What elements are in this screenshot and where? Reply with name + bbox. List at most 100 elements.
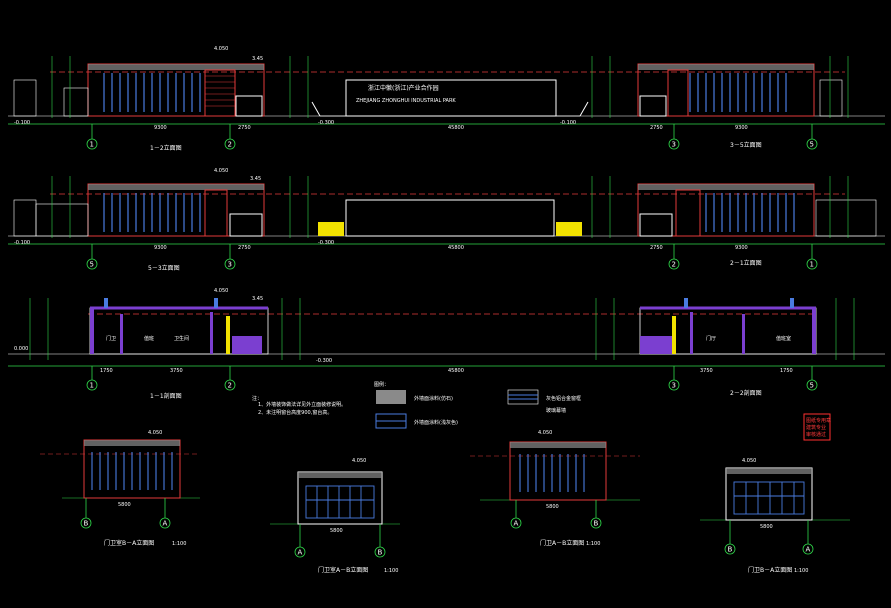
room-label: 值班 — [144, 335, 154, 342]
level-label: -0.100 — [560, 120, 576, 126]
dimension-label: 45800 — [448, 245, 464, 251]
dimension-label: 2750 — [238, 245, 251, 251]
dimension-label: 3750 — [170, 368, 183, 374]
level-label: 3.45 — [252, 296, 263, 302]
view-title-left: 1－1剖面图 — [150, 392, 182, 400]
view-title-right: 2－2剖面图 — [730, 389, 762, 397]
bottom-view-2: A B 5800 4.050 门卫室A－B立面图 1:100 — [270, 458, 400, 574]
room-label: 卫生间 — [174, 335, 189, 342]
view-title-left: 5－3立面图 — [148, 264, 180, 272]
level-label: -0.100 — [14, 240, 30, 246]
level-label: 3.45 — [252, 56, 263, 62]
row2-elevations: 5 3 2 1 9300 2750 45800 2750 9300 -0.100… — [8, 168, 885, 272]
legend-label: 灰色铝合金窗框 — [546, 395, 581, 402]
legend-label: 外墙面涂料(仿石) — [414, 395, 453, 402]
notes-heading: 注： — [252, 395, 262, 402]
axis-label: 3 — [672, 141, 676, 149]
dimension-label: 3750 — [700, 368, 713, 374]
legend-block: 图例： 外墙面涂料(仿石) 外墙面涂料(浅灰色) 灰色铝合金窗框 玻璃幕墙 — [374, 381, 581, 429]
legend-label: 外墙面涂料(浅灰色) — [414, 419, 458, 426]
axis-label: 5 — [90, 261, 94, 269]
banner-title: 浙江中徽(浙江)产业合作园 — [368, 84, 439, 92]
dimension-label: 5800 — [330, 528, 343, 534]
notes-block: 注： 1、外墙装饰做法详见外立面装修说明。 2、未注明窗台高度900,窗台高。 — [252, 395, 346, 416]
dimension-label: 1750 — [100, 368, 113, 374]
dimension-label: 9300 — [735, 245, 748, 251]
dimension-label: 5800 — [546, 504, 559, 510]
dimension-label: 45800 — [448, 368, 464, 374]
notes-line: 2、未注明窗台高度900,窗台高。 — [258, 409, 332, 416]
view-title: 门卫室A－B立面图 — [318, 566, 368, 574]
view-title: 门卫A－B立面图 — [540, 539, 584, 547]
bottom-view-3: A B 5800 4.050 门卫A－B立面图 1:100 — [470, 430, 640, 547]
stamp-line: 图纸专用章 — [806, 417, 831, 424]
axis-label: 5 — [810, 382, 814, 390]
axis-label: B — [84, 520, 89, 528]
axis-label: 5 — [810, 141, 814, 149]
level-label: -0.300 — [318, 240, 334, 246]
banner-subtitle: ZHEJIANG ZHONGHUI INDUSTRIAL PARK — [356, 98, 456, 104]
axis-label: A — [806, 546, 811, 554]
axis-label: A — [163, 520, 168, 528]
level-label: 4.050 — [214, 168, 228, 174]
dimension-label: 1750 — [780, 368, 793, 374]
axis-label: B — [594, 520, 599, 528]
notes-line: 1、外墙装饰做法详见外立面装修说明。 — [258, 401, 346, 408]
level-label: -0.300 — [318, 120, 334, 126]
axis-label: 1 — [90, 141, 94, 149]
stamp-line: 建筑专业 — [806, 424, 826, 431]
legend-swatch — [376, 390, 406, 404]
view-scale: 1:100 — [384, 568, 398, 574]
view-title: 门卫B－A立面图 — [748, 566, 792, 574]
dimension-label: 9300 — [154, 125, 167, 131]
axis-label: A — [514, 520, 519, 528]
dimension-label: 9300 — [154, 245, 167, 251]
room-label: 值班室 — [776, 335, 791, 342]
level-label: 4.050 — [214, 46, 228, 52]
level-label: 3.45 — [250, 176, 261, 182]
stamp-line: 审核通过 — [806, 431, 826, 438]
row1-elevations: 1 2 3 5 9300 2750 45800 2750 9300 -0.100… — [8, 46, 885, 152]
view-scale: 1:100 — [172, 541, 186, 547]
axis-label: A — [298, 549, 303, 557]
view-title-right: 3－5立面图 — [730, 141, 762, 149]
dimension-label: 9300 — [735, 125, 748, 131]
level-label: 4.050 — [148, 430, 162, 436]
room-label: 门卫 — [106, 335, 116, 342]
axis-label: B — [378, 549, 383, 557]
view-title-left: 1－2立面图 — [150, 144, 182, 152]
dimension-label: 2750 — [650, 245, 663, 251]
dimension-label: 5800 — [118, 502, 131, 508]
level-label: 0.000 — [14, 346, 28, 352]
bottom-view-4: B A 5800 4.050 门卫B－A立面图 1:100 — [700, 458, 850, 574]
approval-stamp: 图纸专用章 建筑专业 审核通过 — [803, 413, 831, 441]
dimension-label: 2750 — [238, 125, 251, 131]
dimension-label: 2750 — [650, 125, 663, 131]
axis-label: 1 — [810, 261, 814, 269]
view-scale: 1:100 — [794, 568, 808, 574]
view-title: 门卫室B－A立面图 — [104, 539, 154, 547]
axis-label: 3 — [672, 382, 676, 390]
level-label: 4.050 — [742, 458, 756, 464]
row3-sections: 门卫 值班 卫生间 门厅 值班室 1 2 3 5 1750 3750 — [8, 288, 885, 400]
axis-label: 3 — [228, 261, 232, 269]
axis-label: B — [728, 546, 733, 554]
level-label: 4.050 — [352, 458, 366, 464]
bottom-view-1: B A 5800 4.050 门卫室B－A立面图 1:100 — [40, 430, 200, 547]
dimension-label: 5800 — [760, 524, 773, 530]
legend-label: 玻璃幕墙 — [546, 407, 566, 414]
legend-heading: 图例： — [374, 381, 389, 388]
axis-label: 1 — [90, 382, 94, 390]
axis-label: 2 — [672, 261, 676, 269]
axis-label: 2 — [228, 141, 232, 149]
room-label: 门厅 — [706, 335, 716, 342]
level-label: -0.100 — [14, 120, 30, 126]
axis-bubble — [86, 138, 98, 150]
dimension-label: 45800 — [448, 125, 464, 131]
level-label: 4.050 — [214, 288, 228, 294]
level-label: -0.300 — [316, 358, 332, 364]
axis-label: 2 — [228, 382, 232, 390]
level-label: 4.050 — [538, 430, 552, 436]
view-title-right: 2－1立面图 — [730, 259, 762, 267]
